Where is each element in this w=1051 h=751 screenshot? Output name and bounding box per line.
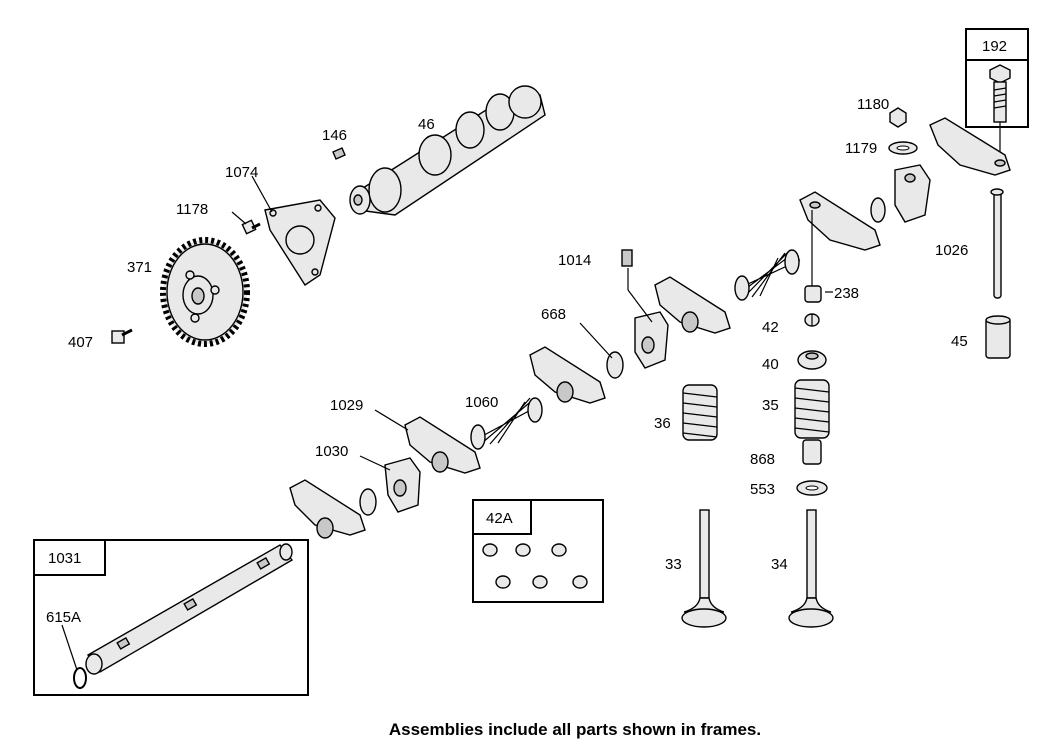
washer-553 [796, 480, 828, 496]
label-238: 238 [834, 285, 859, 302]
rocker-arm-4 [529, 346, 606, 404]
label-1014: 1014 [558, 252, 591, 269]
washer-3 [359, 488, 377, 516]
label-45: 45 [951, 333, 968, 350]
label-40: 40 [762, 356, 779, 373]
label-33: 33 [665, 556, 682, 573]
cam-gear [160, 237, 250, 347]
camshaft-key [332, 147, 346, 160]
label-868: 868 [750, 451, 775, 468]
washer-1 [870, 197, 886, 223]
label-34: 34 [771, 556, 788, 573]
label-146: 146 [322, 127, 347, 144]
washer-1179 [888, 141, 918, 155]
label-192: 192 [982, 38, 1007, 55]
label-1029: 1029 [330, 397, 363, 414]
label-1178: 1178 [176, 201, 208, 218]
label-1031: 1031 [48, 550, 81, 567]
adjusting-screw-and-nut [989, 64, 1011, 162]
camshaft [349, 85, 546, 216]
part-labels: 1180 1179 146 46 1074 1178 371 407 1014 … [46, 96, 968, 626]
frame-1031: 1031 [33, 539, 309, 696]
label-42: 42 [762, 319, 779, 336]
label-371: 371 [127, 259, 152, 276]
seal-868 [802, 439, 822, 465]
rocker-shaft [85, 543, 294, 675]
spring-1 [734, 249, 801, 301]
leader-lines [61, 175, 833, 671]
label-1180: 1180 [857, 96, 889, 113]
keeper-set [482, 543, 588, 589]
rocker-arm-1 [929, 117, 1011, 176]
keeper-42 [804, 313, 820, 327]
label-553: 553 [750, 481, 775, 498]
spring-36 [682, 384, 718, 441]
label-1074: 1074 [225, 164, 258, 181]
washer-668 [606, 351, 624, 379]
label-46: 46 [418, 116, 435, 133]
rocker-pivot-1 [894, 164, 931, 223]
valve-34 [788, 509, 834, 628]
label-36: 36 [654, 415, 671, 432]
frame-192: 192 [965, 28, 1029, 162]
spring-35 [794, 379, 830, 439]
rocker-arm-5 [289, 479, 366, 539]
label-1030: 1030 [315, 443, 348, 460]
label-35: 35 [762, 397, 779, 414]
label-1026: 1026 [935, 242, 968, 259]
retainer-40 [797, 350, 827, 370]
valve-33 [681, 509, 727, 628]
rocker-pivot-1030 [384, 457, 421, 513]
pushrod-1026 [990, 188, 1004, 299]
cap-238 [804, 285, 822, 303]
label-668: 668 [541, 306, 566, 323]
setscrew-1014 [621, 249, 633, 267]
tappet-45 [985, 315, 1011, 359]
nut-1180 [889, 107, 907, 128]
label-42A: 42A [486, 510, 513, 527]
bolt-407 [111, 328, 133, 344]
diagram-caption: Assemblies include all parts shown in fr… [389, 720, 761, 739]
bolt-1178 [241, 219, 261, 235]
rocker-pivot-2 [634, 311, 669, 369]
label-1060: 1060 [465, 394, 498, 411]
mounting-plate [264, 199, 336, 286]
frame-42A: 42A [472, 499, 604, 603]
label-407: 407 [68, 334, 93, 351]
label-615A: 615A [46, 609, 81, 626]
rocker-arm-1029 [404, 416, 481, 474]
rocker-arm-3 [654, 276, 731, 334]
retaining-ring-615A [73, 667, 87, 689]
spring-1060 [470, 397, 543, 450]
label-1179: 1179 [845, 140, 877, 157]
